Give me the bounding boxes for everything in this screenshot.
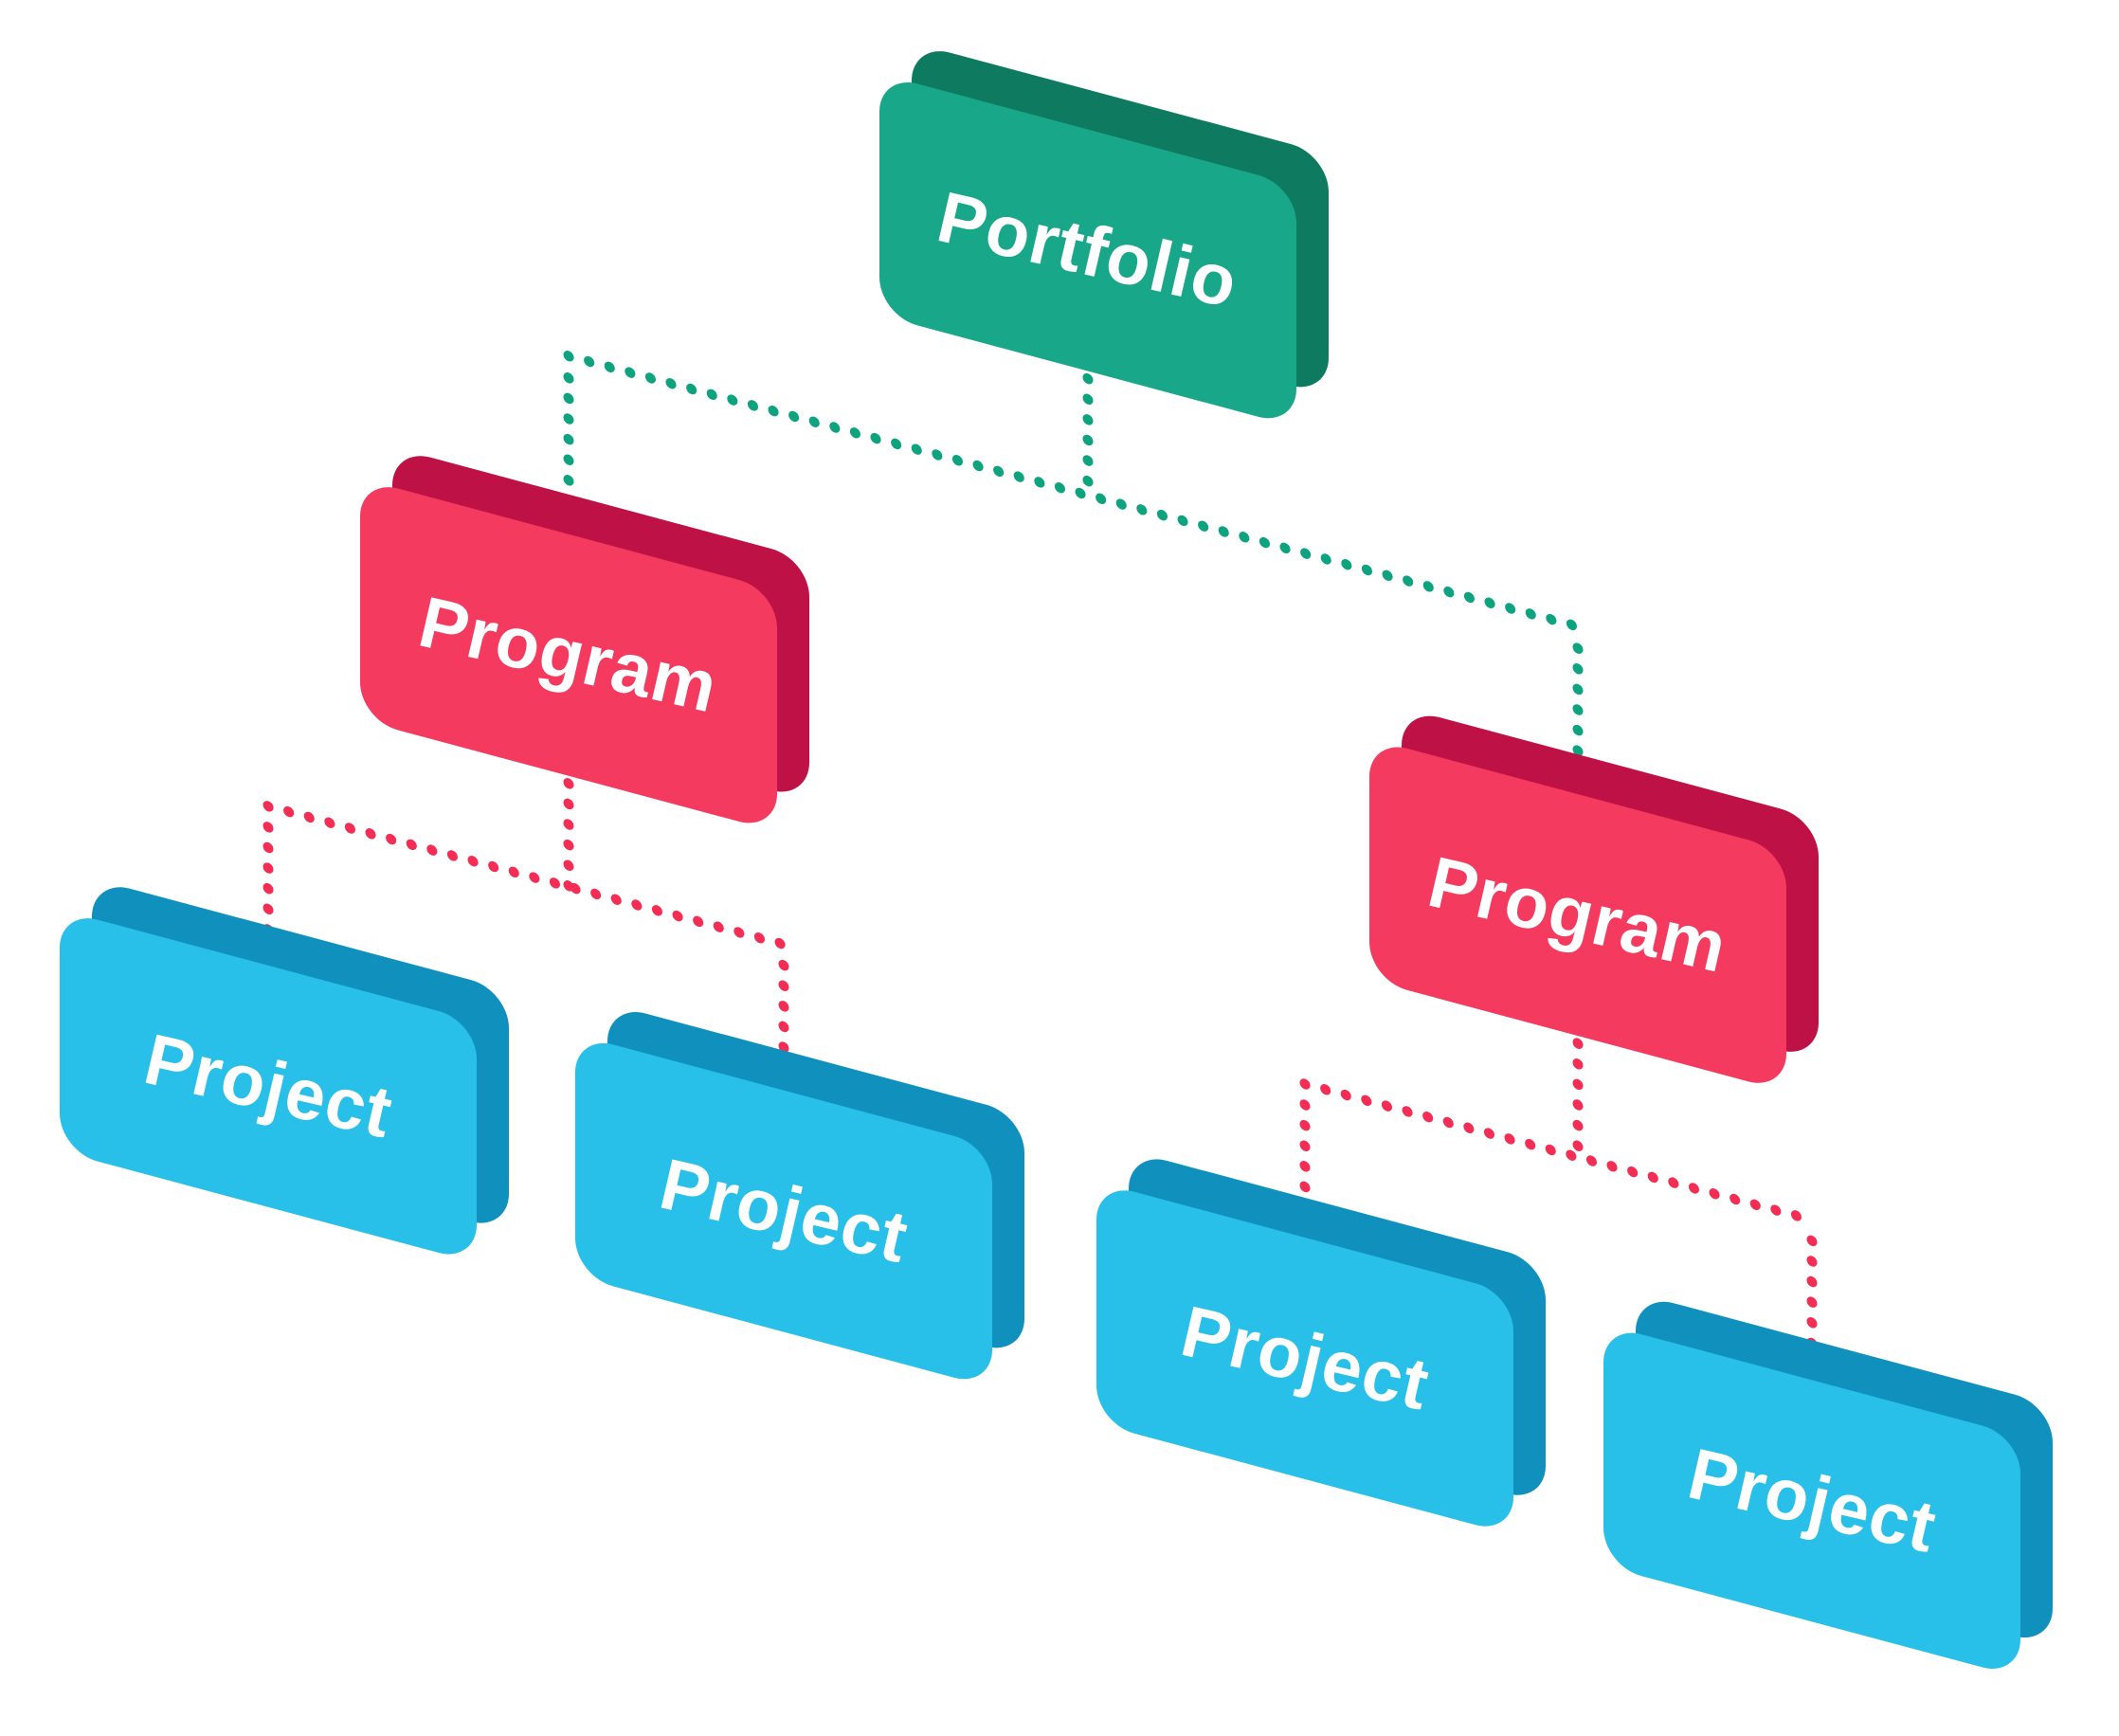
node-program-1-label: Program [411, 581, 726, 729]
node-project-1-label: Project [136, 1018, 400, 1154]
program1-to-projects-segment-2 [263, 801, 789, 950]
program2-to-projects-segment-2 [1299, 1078, 1818, 1226]
node-portfolio-label: Portfolio [930, 176, 1246, 324]
node-project-2-label: Project [652, 1143, 915, 1278]
node-project-4-label: Project [1680, 1433, 1944, 1568]
node-program-2-label: Program [1421, 841, 1735, 988]
node-project-3-label: Project [1173, 1290, 1437, 1426]
